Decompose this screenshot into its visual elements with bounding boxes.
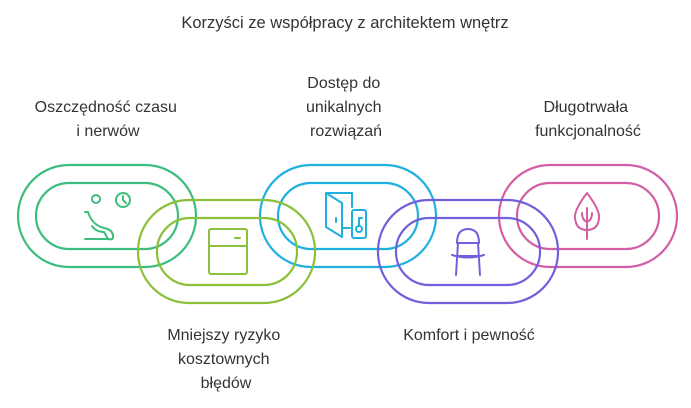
link-cost bbox=[136, 198, 317, 305]
link-unique bbox=[258, 163, 438, 269]
label-comfort: Komfort i pewność bbox=[403, 327, 535, 344]
label-time: Oszczędność czasu i nerwów bbox=[35, 99, 182, 140]
link-durable bbox=[497, 163, 679, 269]
person-seat-clock-icon bbox=[84, 192, 131, 241]
link-comfort bbox=[376, 198, 560, 305]
door-key-icon bbox=[325, 192, 367, 239]
label-cost: Mniejszy ryzyko kosztownych błędów bbox=[167, 327, 284, 392]
label-unique: Dostęp do unikalnych rozwiązań bbox=[306, 75, 386, 140]
cabinet-icon bbox=[208, 228, 248, 275]
chair-icon bbox=[451, 228, 485, 276]
tree-icon bbox=[573, 192, 601, 240]
label-durable: Długotrwała funkcjonalność bbox=[535, 99, 641, 140]
link-time bbox=[16, 163, 198, 269]
diagram-title: Korzyści ze współpracy z architektem wnę… bbox=[181, 14, 508, 32]
